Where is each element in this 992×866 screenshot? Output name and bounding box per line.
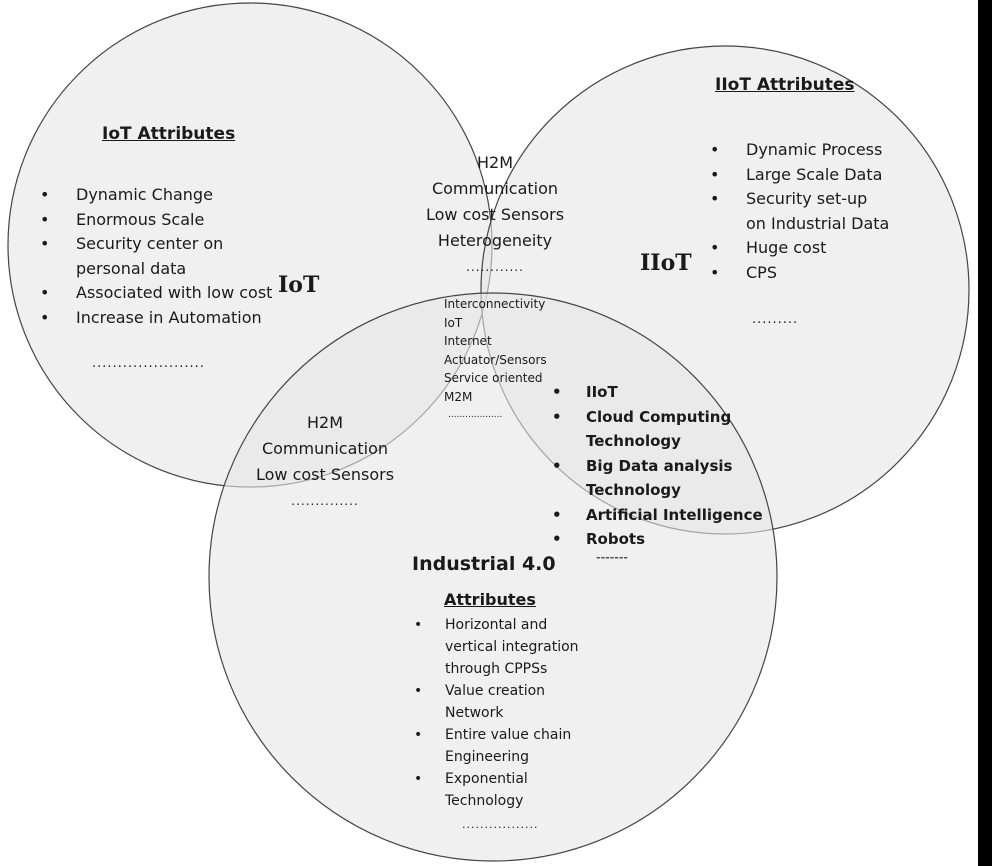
overlap-line: Communication [261, 439, 389, 458]
overlap-ellipsis: ............ [466, 260, 524, 274]
iot-ellipsis: ...................... [92, 356, 205, 371]
overlap-line: Communication [431, 179, 559, 198]
overlap-item: Big Data analysis Technology [552, 454, 772, 503]
overlap-line: Low cost Sensors [425, 205, 565, 224]
overlap-line: H2M [476, 153, 513, 172]
overlap-item: Cloud Computing Technology [552, 405, 772, 454]
overlap-line: IoT [444, 315, 463, 330]
iiot-attribute-item: Dynamic Process [710, 138, 890, 163]
iot-label: IoT [278, 272, 320, 298]
overlap-line: Low cost Sensors [255, 465, 395, 484]
iiot-attributes-heading: IIoT Attributes [715, 75, 855, 95]
iiot-ellipsis: ......... [752, 312, 799, 327]
iot-attributes-list: Dynamic Change Enormous Scale Security c… [40, 183, 280, 330]
iiot-industrial-ellipsis: ------- [596, 551, 628, 564]
iiot-attribute-item: Large Scale Data [710, 163, 890, 188]
iiot-attribute-item: Huge cost [710, 236, 890, 261]
overlap-line: Heterogeneity [437, 231, 553, 250]
iot-iiot-overlap-text: H2M Communication Low cost Sensors Heter… [405, 150, 585, 280]
industrial-attribute-item: Value creation Network [414, 680, 599, 724]
industrial-ellipsis: ................. [462, 818, 539, 831]
iiot-attribute-item: Security set-up on Industrial Data [710, 187, 890, 236]
iot-attribute-item: Dynamic Change [40, 183, 280, 208]
overlap-line: Interconnectivity [444, 297, 546, 311]
overlap-item: IIoT [552, 380, 772, 405]
iot-attribute-item: Associated with low cost [40, 281, 280, 306]
iiot-attributes-list: Dynamic Process Large Scale Data Securit… [710, 138, 890, 285]
overlap-line: Internet [444, 334, 492, 348]
iot-attributes-heading: IoT Attributes [102, 124, 236, 144]
center-overlap-text: Interconnectivity IoT Internet Actuator/… [444, 295, 547, 425]
iot-attribute-item: Increase in Automation [40, 306, 280, 331]
industrial-attribute-item: Entire value chain Engineering [414, 724, 599, 768]
overlap-line: Actuator/Sensors [444, 352, 547, 367]
industrial-attributes-list: Horizontal and vertical integration thro… [414, 614, 599, 812]
iot-attribute-item: Security center on personal data [40, 232, 280, 281]
iot-attribute-item: Enormous Scale [40, 208, 280, 233]
overlap-line: M2M [444, 389, 473, 404]
overlap-line: Service oriented [444, 371, 543, 385]
iiot-label: IIoT [640, 250, 692, 276]
iiot-attribute-item: CPS [710, 261, 890, 286]
industrial-attribute-item: Horizontal and vertical integration thro… [414, 614, 599, 680]
overlap-item: Artificial Intelligence [552, 503, 772, 528]
overlap-ellipsis: ................... [448, 410, 503, 420]
industrial-attribute-item: Exponential Technology [414, 768, 599, 812]
overlap-line: H2M [306, 413, 343, 432]
iot-industrial-overlap-text: H2M Communication Low cost Sensors .....… [230, 410, 420, 514]
overlap-item: Robots [552, 527, 772, 552]
overlap-ellipsis: .............. [291, 494, 359, 508]
iiot-industrial-overlap-list: IIoT Cloud Computing Technology Big Data… [552, 380, 772, 552]
industrial-label: Industrial 4.0 [412, 553, 556, 575]
industrial-attributes-heading: Attributes [444, 590, 536, 609]
